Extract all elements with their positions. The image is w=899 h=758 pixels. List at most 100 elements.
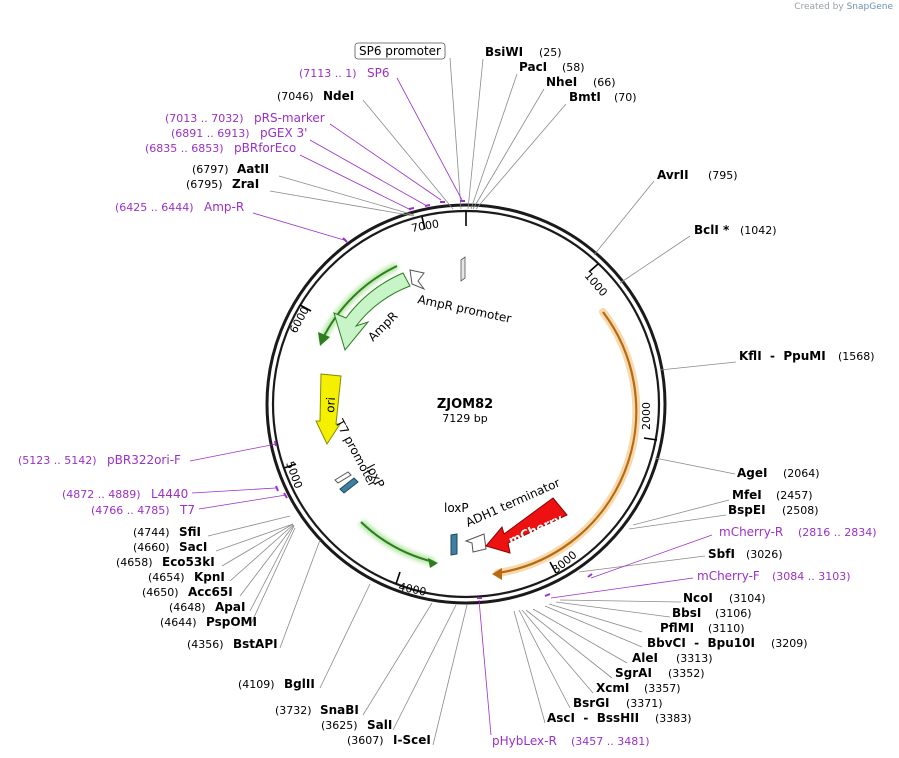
ori-arrow[interactable] — [315, 373, 342, 446]
enzyme-eco53ki-pos: (4658) — [116, 556, 153, 569]
enzyme-avrii-pos: (795) — [708, 169, 738, 182]
snapgene-credit: Created by SnapGene — [794, 2, 893, 12]
position-ticks — [283, 211, 658, 585]
enzyme-acc65i-name: Acc65I — [188, 585, 233, 599]
primer-marks — [274, 200, 593, 599]
primer-l4440-pos: (4872 .. 4889) — [62, 488, 141, 501]
enzyme-sbfi-name: SbfI — [708, 547, 735, 561]
enzyme-bmti-name: BmtI — [569, 90, 601, 104]
primer-prs-marker-name: pRS-marker — [254, 111, 325, 125]
enzyme-avrii-name: AvrII — [657, 168, 689, 182]
enzyme-alei-name: AleI — [632, 651, 658, 665]
enzyme-bsiwi-name: BsiWI — [485, 45, 523, 59]
primer-ampr-pos: (6425 .. 6444) — [115, 201, 194, 214]
enzyme-pspomi-name: PspOMI — [206, 615, 257, 629]
enzyme-xcmi-name: XcmI — [596, 681, 629, 695]
primer-t7-pos: (4766 .. 4785) — [91, 504, 170, 517]
primer-phyblex-pos: (3457 .. 3481) — [571, 735, 650, 748]
enzyme-sfii-pos: (4744) — [133, 526, 170, 539]
enzyme-pspomi-pos: (4644) — [160, 616, 197, 629]
loxp-right-label: loxP — [444, 501, 469, 515]
primer-pbr322ori-pos: (5123 .. 5142) — [18, 454, 97, 467]
primer-t7-name: T7 — [179, 503, 195, 517]
credit-prefix: Created by — [794, 2, 844, 12]
enzyme-eco53ki-name: Eco53kI — [162, 555, 215, 569]
enzyme-sgrai-name: SgrAI — [615, 666, 652, 680]
adh1-terminator-arrow[interactable] — [464, 533, 487, 553]
primer-pgex3-pos: (6891 .. 6913) — [171, 127, 250, 140]
enzyme-apai-pos: (4648) — [169, 601, 206, 614]
ampr-promoter-arrow[interactable] — [409, 269, 426, 291]
enzyme-bsrgi-pos: (3371) — [626, 697, 663, 710]
primer-prs-marker-pos: (7013 .. 7032) — [165, 112, 244, 125]
enzyme-bbvci-pos: (3209) — [771, 637, 808, 650]
loxp-right-arrow[interactable] — [450, 533, 458, 556]
enzyme-snabi-name: SnaBI — [320, 703, 359, 717]
primer-labels: (7113 .. 1) SP6 (7013 .. 7032) pRS-marke… — [18, 66, 877, 748]
enzyme-sgrai-pos: (3352) — [668, 667, 705, 680]
enzyme-bstapi-name: BstAPI — [233, 637, 278, 651]
enzyme-bsrgi-name: BsrGI — [573, 696, 610, 710]
enzyme-bsiwi-pos: (25) — [539, 46, 562, 59]
enzyme-labels: BsiWI (25) PacI (58) NheI (66) BmtI (70)… — [116, 45, 875, 747]
enzyme-iscei-name: I-SceI — [393, 733, 431, 747]
enzyme-nhei-pos: (66) — [593, 76, 616, 89]
enzyme-sali-pos: (3625) — [321, 719, 358, 732]
enzyme-bstapi-pos: (4356) — [187, 638, 224, 651]
enzyme-aatii-name: AatII — [237, 162, 269, 176]
plasmid-length: 7129 bp — [442, 412, 487, 425]
enzyme-sfii-name: SfiI — [179, 525, 201, 539]
enzyme-zrai-name: ZraI — [232, 177, 259, 191]
enzyme-paci-name: PacI — [519, 60, 547, 74]
primer-phyblex-name: pHybLex-R — [492, 734, 557, 748]
enzyme-asci-pos: (3383) — [655, 712, 692, 725]
ampr-arrow[interactable] — [333, 272, 411, 352]
enzyme-kfli-pos: (1568) — [838, 350, 875, 363]
primer-leaders — [189, 77, 713, 736]
enzyme-kpni-pos: (4654) — [148, 571, 185, 584]
enzyme-bspei-name: BspEI — [728, 503, 766, 517]
enzyme-acc65i-pos: (4650) — [142, 586, 179, 599]
enzyme-mfei-name: MfeI — [732, 488, 762, 502]
tick-1000: 1000 — [582, 269, 610, 299]
green-orf-arcs — [318, 262, 438, 568]
enzyme-sali-name: SalI — [367, 718, 392, 732]
primer-sp6-name: SP6 — [367, 66, 390, 80]
enzyme-bspei-pos: (2508) — [782, 504, 819, 517]
loxp-left-arrow[interactable] — [339, 477, 359, 494]
enzyme-nhei-name: NheI — [546, 75, 577, 89]
enzyme-alei-pos: (3313) — [676, 652, 713, 665]
primer-pgex3-name: pGEX 3' — [260, 126, 307, 140]
sp6-promoter-box: SP6 promoter — [354, 42, 446, 60]
enzyme-ndei-pos: (7046) — [277, 90, 314, 103]
enzyme-sbfi-pos: (3026) — [746, 548, 783, 561]
enzyme-iscei-pos: (3607) — [347, 734, 384, 747]
mcherry-arrow[interactable] — [485, 497, 568, 554]
mcherry-orf-arc — [492, 308, 641, 580]
enzyme-zrai-pos: (6795) — [186, 178, 223, 191]
enzyme-ncoi-pos: (3104) — [729, 592, 766, 605]
enzyme-bmti-pos: (70) — [614, 91, 637, 104]
primer-pbrforeco-name: pBRforEco — [234, 141, 296, 155]
enzyme-pflmi-name: PflMI — [660, 621, 694, 635]
primer-mcherry-r-name: mCherry-R — [719, 525, 783, 539]
enzyme-bbsi-pos: (3106) — [715, 607, 752, 620]
primer-pbr322ori-name: pBR322ori-F — [107, 453, 181, 467]
enzyme-aatii-pos: (6797) — [192, 163, 229, 176]
enzyme-snabi-pos: (3732) — [275, 704, 312, 717]
enzyme-pflmi-pos: (3110) — [708, 622, 745, 635]
enzyme-bglii-name: BglII — [284, 677, 315, 691]
primer-sp6-pos: (7113 .. 1) — [299, 67, 357, 80]
enzyme-bbsi-name: BbsI — [672, 606, 701, 620]
enzyme-agei-pos: (2064) — [783, 467, 820, 480]
enzyme-bcli-name: BclI * — [694, 223, 730, 237]
primer-pbrforeco-pos: (6835 .. 6853) — [145, 142, 224, 155]
enzyme-kfli-name: KflI - PpuMI — [739, 349, 826, 363]
enzyme-bglii-pos: (4109) — [238, 678, 275, 691]
enzyme-ncoi-name: NcoI — [683, 591, 713, 605]
primer-mcherry-f-name: mCherry-F — [697, 569, 760, 583]
t7-promoter-arrow[interactable] — [334, 471, 352, 484]
primer-mcherry-f-pos: (3084 .. 3103) — [772, 570, 851, 583]
enzyme-xcmi-pos: (3357) — [644, 682, 681, 695]
